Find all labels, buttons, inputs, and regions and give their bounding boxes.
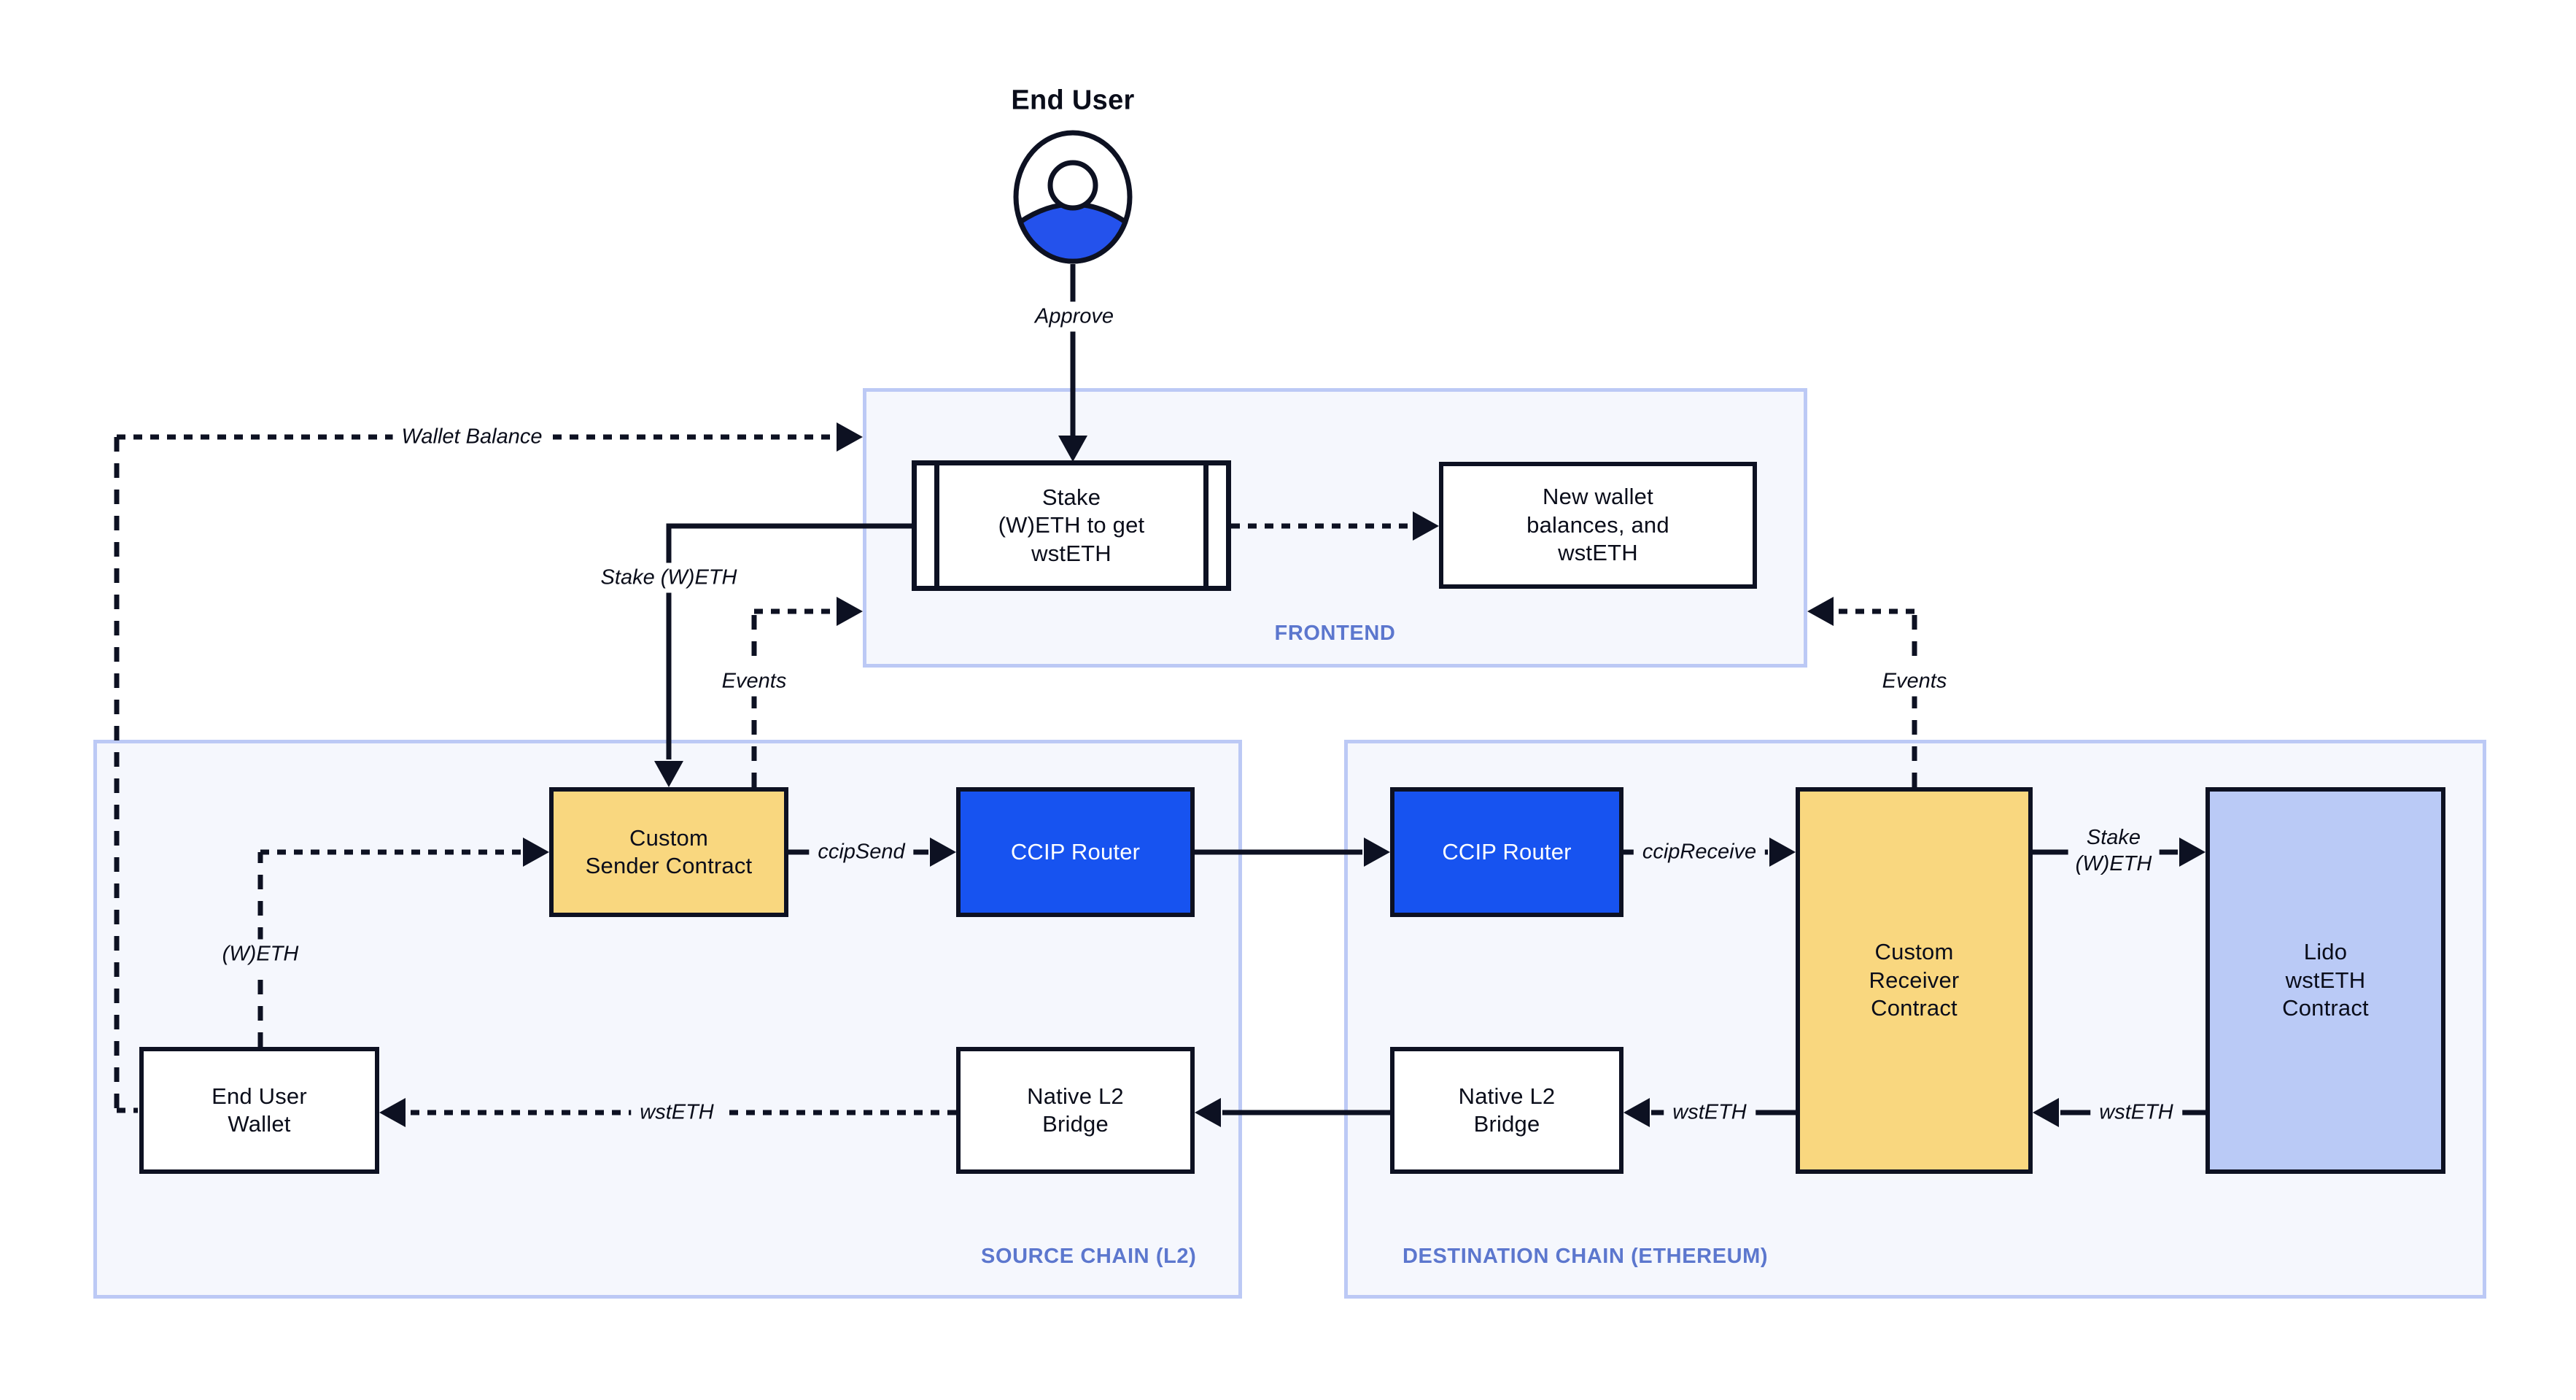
node-bridge-source: Native L2 Bridge xyxy=(956,1047,1195,1174)
node-ccip-router-dest-label: CCIP Router xyxy=(1442,838,1572,865)
node-bridge-dest: Native L2 Bridge xyxy=(1390,1047,1623,1174)
label-approve: Approve xyxy=(1025,301,1123,332)
node-end-user-wallet-label: End User Wallet xyxy=(212,1083,307,1137)
subroutine-rail-left xyxy=(934,465,939,586)
node-custom-sender: Custom Sender Contract xyxy=(549,787,788,917)
label-stake-weth-right: Stake (W)ETH xyxy=(2068,822,2160,879)
label-wallet-balance: Wallet Balance xyxy=(392,422,551,452)
label-stake-weth: Stake (W)ETH xyxy=(591,562,746,593)
destination-chain-label: DESTINATION CHAIN (ETHEREUM) xyxy=(1403,1245,1769,1268)
node-stake-action-label: Stake (W)ETH to get wstETH xyxy=(998,484,1145,566)
label-ccip-send: ccipSend xyxy=(809,837,914,867)
end-user-icon xyxy=(1013,130,1133,264)
node-ccip-router-source: CCIP Router xyxy=(956,787,1195,917)
node-lido-wsteth-label: Lido wstETH Contract xyxy=(2282,939,2369,1021)
label-events-right: Events xyxy=(1873,666,1956,697)
node-bridge-source-label: Native L2 Bridge xyxy=(1027,1083,1124,1137)
node-custom-receiver-label: Custom Receiver Contract xyxy=(1869,939,1960,1021)
node-custom-receiver: Custom Receiver Contract xyxy=(1796,787,2033,1174)
node-ccip-router-source-label: CCIP Router xyxy=(1010,838,1141,865)
subroutine-rail-right xyxy=(1203,465,1209,586)
arrow-events-right xyxy=(1807,597,1834,626)
label-ccip-receive: ccipReceive xyxy=(1633,837,1766,867)
node-bridge-dest-label: Native L2 Bridge xyxy=(1458,1083,1556,1137)
end-user-title: End User xyxy=(1011,85,1135,116)
node-end-user-wallet: End User Wallet xyxy=(139,1047,379,1174)
node-custom-sender-label: Custom Sender Contract xyxy=(585,824,753,878)
node-new-wallet: New wallet balances, and wstETH xyxy=(1439,462,1757,589)
node-new-wallet-label: New wallet balances, and wstETH xyxy=(1526,484,1669,566)
label-wsteth-to-wallet: wstETH xyxy=(631,1097,723,1128)
arrow-wallet-balance xyxy=(837,422,863,452)
node-ccip-router-dest: CCIP Router xyxy=(1390,787,1623,917)
node-lido-wsteth: Lido wstETH Contract xyxy=(2205,787,2445,1174)
arrow-events-left xyxy=(837,597,863,626)
label-wsteth-from-lido: wstETH xyxy=(2090,1097,2182,1128)
source-chain-label: SOURCE CHAIN (L2) xyxy=(981,1245,1197,1268)
frontend-label: FRONTEND xyxy=(1274,622,1396,645)
label-wsteth-to-bridge: wstETH xyxy=(1664,1097,1756,1128)
node-stake-action: Stake (W)ETH to get wstETH xyxy=(912,460,1231,591)
label-weth: (W)ETH xyxy=(213,939,308,970)
label-events-left: Events xyxy=(713,666,796,697)
